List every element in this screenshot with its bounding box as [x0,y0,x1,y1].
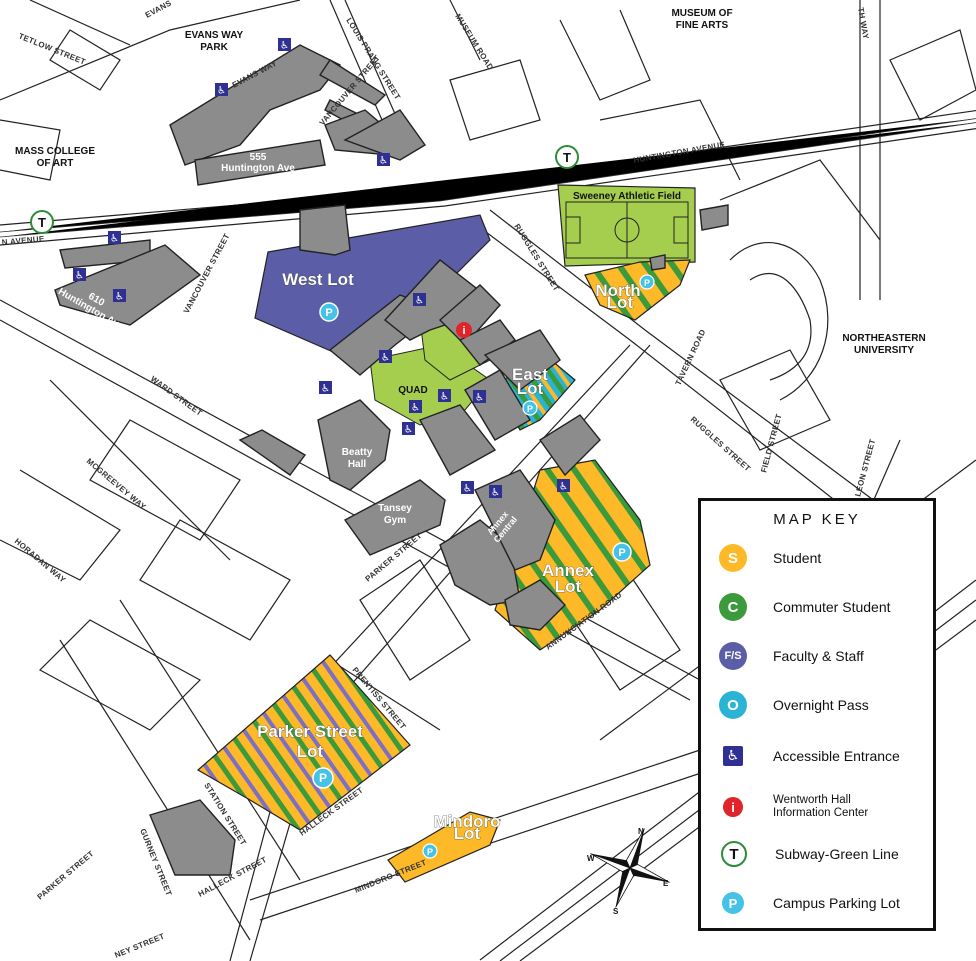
svg-text:T: T [38,215,46,230]
svg-text:♿: ♿ [381,353,390,364]
svg-text:P: P [527,404,533,414]
svg-text:♿: ♿ [217,86,226,97]
svg-text:i: i [462,325,465,337]
legend-label: Subway-Green Line [775,845,899,862]
legend-item-accessible: ♿ Accessible Entrance [719,741,900,771]
svg-text:♿: ♿ [411,403,420,414]
legend-item-parking: P Campus Parking Lot [719,888,900,918]
svg-text:♿: ♿ [463,484,472,495]
svg-text:♿: ♿ [440,392,449,403]
legend-item-subway: T Subway-Green Line [719,839,899,869]
compass-s: S [613,907,619,916]
street-leon: LEON STREET [853,438,877,498]
svg-text:P: P [618,547,625,559]
legend-label: Faculty & Staff [773,647,864,664]
street-ruggles-right: RUGGLES STREET [689,415,753,474]
legend-title: MAP KEY [773,511,861,528]
svg-text:P: P [325,307,332,319]
legend-label: Accessible Entrance [773,747,900,764]
information-center-icon[interactable]: i [456,322,472,338]
street-th-way: TH WAY [856,7,871,41]
street-ward: WARD STREET [149,374,204,417]
overnight-pass-icon: O [719,691,747,719]
svg-text:♿: ♿ [379,156,388,167]
green-line-track [0,118,976,238]
street-parker-bottom: PARKER STREET [36,849,96,901]
student-parking-icon: S [719,544,747,572]
quad-label: QUAD [398,385,427,396]
svg-text:♿: ♿ [115,292,124,303]
svg-text:♿: ♿ [404,425,413,436]
street-evans: EVANS [144,0,174,20]
street-horadan: HORADAN WAY [13,537,68,585]
svg-text:♿: ♿ [415,296,424,307]
subway-station-icon[interactable]: T [555,145,579,169]
accessible-entrance-icon[interactable]: ♿ ♿ ♿ ♿ ♿ ♿ ♿ ♿ ♿ ♿ ♿ ♿ ♿ ♿ ♿ ♿ [73,38,570,499]
svg-text:♿: ♿ [321,384,330,395]
svg-text:♿: ♿ [559,482,568,493]
compass-rose-icon [590,828,670,908]
legend-label: Overnight Pass [773,696,869,713]
street-tavern: TAVERN ROAD [674,328,708,387]
svg-text:T: T [563,150,571,165]
compass-n: N [638,827,644,836]
faculty-staff-parking-icon: F/S [719,642,747,670]
svg-text:P: P [644,278,650,288]
parker-lot-area[interactable] [196,654,411,831]
west-lot-label: West Lot [282,270,354,289]
svg-text:P: P [319,771,327,785]
svg-text:♿: ♿ [491,488,500,499]
street-ney: NEY STREET [113,932,166,960]
svg-text:P: P [427,847,433,857]
street-huntington-left: N AVENUE [1,234,45,247]
legend-item-commuter: C Commuter Student [719,592,891,622]
parking-icon: P [722,892,744,914]
accessible-entrance-icon: ♿ [723,746,743,766]
north-lot-area[interactable] [584,259,691,321]
subway-station-icon[interactable]: T [30,210,54,234]
sweeney-field-label: Sweeney Athletic Field [573,191,681,202]
legend-label: Campus Parking Lot [773,894,900,911]
information-center-icon: i [723,797,743,817]
legend-item-student: S Student [719,543,821,573]
street-museum-road: MUSEUM ROAD [453,12,495,72]
parking-marker-icon[interactable]: P P P P P P [312,274,655,859]
compass-w: W [587,854,595,863]
mindoro-lot-area[interactable] [387,811,501,883]
svg-text:♿: ♿ [110,234,119,245]
sweeney-field-markings [565,201,689,259]
legend-item-faculty: F/S Faculty & Staff [719,641,864,671]
street-field: FIELD STREET [759,413,783,474]
svg-text:♿: ♿ [475,393,484,404]
subway-icon: T [721,841,747,867]
legend-label: Student [773,549,822,566]
svg-text:♿: ♿ [75,271,84,282]
legend-item-overnight: O Overnight Pass [719,690,869,720]
street-mcgreevey: MCGREEVEY WAY [85,457,148,512]
svg-text:♿: ♿ [280,41,289,52]
legend-label: Commuter Student [773,598,891,615]
compass-e: E [663,879,669,888]
map-legend: MAP KEY S Student C Commuter Student F/S… [698,498,936,931]
commuter-parking-icon: C [719,593,747,621]
